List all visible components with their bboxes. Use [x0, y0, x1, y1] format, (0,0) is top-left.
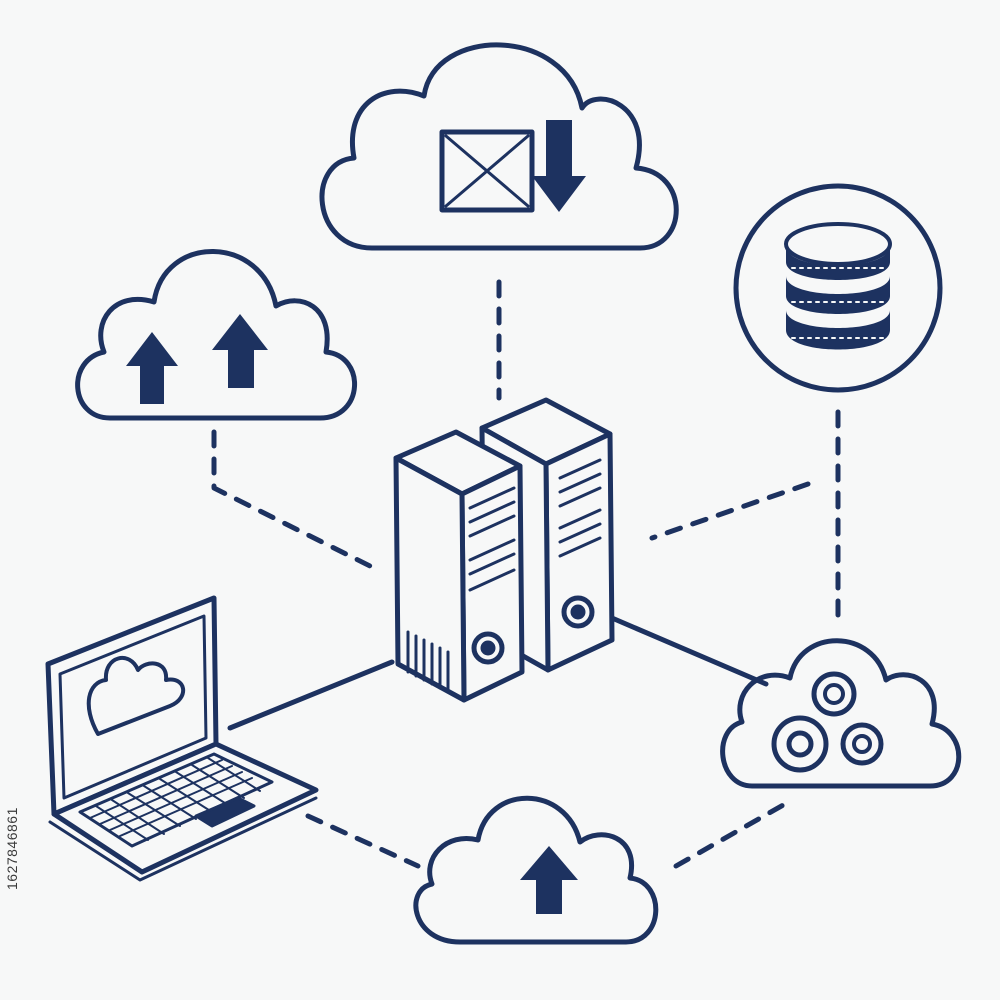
- connector-server-laptop: [227, 659, 395, 731]
- mail-download-cloud: [319, 42, 679, 251]
- settings-cloud: [720, 638, 962, 789]
- gear-icon: [771, 715, 829, 773]
- envelope-icon: [439, 129, 535, 213]
- server-icon: [393, 429, 525, 703]
- cloud-outline: [75, 249, 358, 421]
- keyboard: [78, 752, 274, 848]
- cloud-outline: [720, 638, 962, 789]
- double-upload-cloud: [75, 249, 358, 421]
- connectors: [211, 279, 841, 869]
- connector-bottomcloud-settingscloud: [673, 797, 795, 869]
- server-towers: [393, 397, 615, 703]
- database-circle: [733, 183, 943, 393]
- cloud-icon: [86, 656, 186, 736]
- gear-icon: [811, 671, 857, 717]
- gear-icon: [840, 722, 884, 766]
- database-icon: [784, 222, 892, 350]
- connector-database-server: [649, 481, 811, 541]
- cloud-outline: [319, 42, 679, 251]
- download-arrow-icon: [532, 120, 586, 212]
- laptop: [45, 595, 319, 882]
- connector-uploadcloud-server: [211, 429, 381, 573]
- touchpad: [194, 796, 256, 828]
- upload-cloud: [413, 795, 659, 945]
- connector-laptop-bottomcloud: [305, 813, 421, 869]
- upload-arrow-icon: [212, 314, 268, 388]
- stock-image-id: 1627846861: [4, 807, 20, 890]
- upload-arrow-icon: [126, 332, 178, 404]
- upload-arrow-icon: [520, 846, 578, 914]
- cloud-outline: [413, 795, 659, 945]
- connector-server-settingscloud: [609, 615, 769, 687]
